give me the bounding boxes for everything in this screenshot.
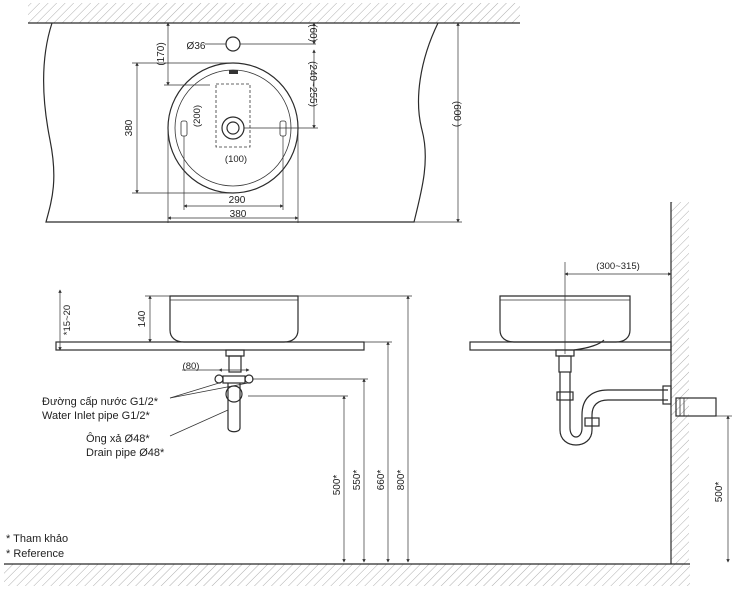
top-wall-hatch — [28, 3, 520, 23]
dim-60: (60) — [307, 24, 318, 42]
side-counter — [469, 341, 672, 351]
dim-600: (600 ) — [451, 101, 462, 127]
note-reference-en: * Reference — [6, 548, 65, 560]
dim-170: (170) — [156, 42, 167, 65]
dim-200: (200) — [192, 105, 203, 127]
bolt-slot-right — [279, 120, 287, 137]
side-wall-hatch — [671, 202, 689, 564]
side-view: (300~315) 500* — [469, 202, 732, 564]
label-inlet-vi: Đường cấp nước G1/2* — [42, 396, 158, 408]
front-view: (80) *15~20 140 500* 550* 660* 800* — [55, 289, 412, 563]
dim-80: (80) — [183, 361, 200, 372]
drain-outer — [221, 116, 245, 140]
drain-inner — [226, 121, 240, 135]
label-inlet-en: Water Inlet pipe G1/2* — [42, 410, 150, 422]
floor-hatch — [4, 564, 690, 586]
front-counter — [55, 341, 365, 351]
label-drain-en: Drain pipe Ø48* — [86, 447, 165, 459]
top-view: (170) Ø36 (60) (240~255) (600 ) 380 (200… — [28, 3, 520, 223]
floor — [4, 563, 690, 586]
dim-d36: Ø36 — [187, 41, 206, 52]
side-trap-pipe — [559, 372, 668, 446]
overflow-slot — [229, 70, 238, 74]
dim-550: 550* — [352, 470, 363, 491]
dim-800: 800* — [396, 470, 407, 491]
counter-slab-outline — [42, 22, 439, 223]
dim-500-side: 500* — [714, 482, 725, 503]
dim-290: 290 — [229, 195, 246, 206]
dim-660: 660* — [376, 470, 387, 491]
dim-140: 140 — [137, 310, 148, 327]
front-inlet-left — [214, 374, 224, 384]
label-drain-vi: Ông xả Ø48* — [86, 433, 150, 445]
tap-hole — [225, 36, 241, 52]
front-basin — [169, 295, 299, 343]
dim-300-315: (300~315) — [596, 261, 640, 272]
note-reference-vi: * Tham khảo — [6, 533, 69, 545]
dim-500-front: 500* — [332, 475, 343, 496]
front-drain-pipe — [227, 383, 241, 433]
bolt-slot-left — [180, 120, 188, 137]
dim-240-255: (240~255) — [307, 61, 318, 107]
front-inlet-right — [244, 374, 254, 384]
side-basin — [499, 295, 631, 343]
dim-100: (100) — [225, 154, 247, 165]
side-wall-pipe — [675, 397, 717, 417]
drain-clearance-box — [215, 83, 251, 148]
dim-380-horizontal: 380 — [230, 209, 247, 220]
dim-380-vertical: 380 — [124, 119, 135, 136]
dim-15-20: *15~20 — [62, 305, 73, 335]
